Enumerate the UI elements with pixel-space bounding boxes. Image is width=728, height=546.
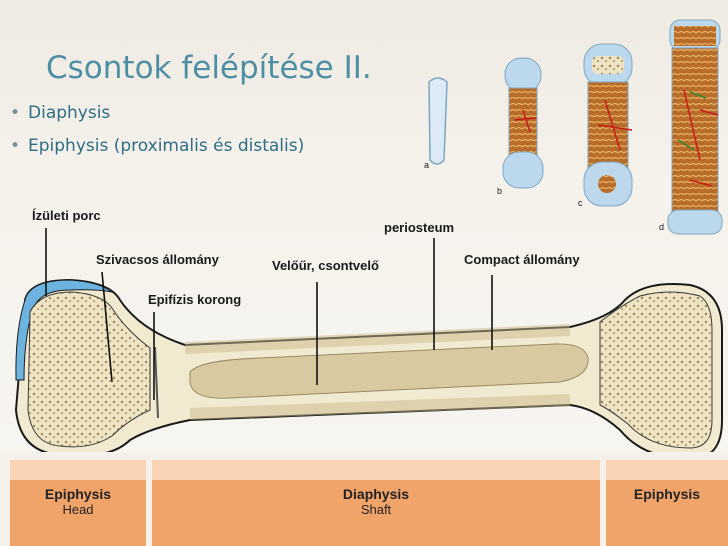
long-bone-diagram	[14, 278, 723, 460]
stage-b-figure	[502, 57, 544, 189]
bullet-dot-icon: •	[10, 103, 21, 123]
bullet-dot-icon: •	[10, 136, 21, 156]
stage-d-letter: d	[659, 222, 665, 232]
stage-b-letter: b	[497, 186, 503, 196]
region-bands	[0, 452, 728, 546]
bullet-list: • Diaphysis • Epiphysis (proximalis és dis…	[10, 103, 304, 169]
stage-c-figure	[583, 43, 633, 207]
region-left-name: Epiphysis	[44, 486, 112, 502]
label-compact-bone: Compact állomány	[464, 252, 580, 267]
region-middle-sub: Shaft	[360, 502, 392, 517]
region-right: Epiphysis	[606, 486, 728, 502]
label-leader-lines	[45, 228, 493, 400]
label-periosteum: periosteum	[384, 220, 455, 235]
stage-c-letter: c	[578, 198, 583, 208]
label-spongy-bone: Szivacsos állomány	[96, 252, 219, 267]
region-right-name: Epiphysis	[633, 486, 701, 502]
stage-a-figure	[428, 77, 448, 165]
region-left-sub: Head	[62, 502, 94, 517]
slide-title: Csontok felépítése II.	[46, 50, 372, 86]
region-left: Epiphysis Head	[10, 486, 146, 517]
region-middle: Diaphysis Shaft	[152, 486, 600, 517]
label-articular-cartilage: Ízületi porc	[32, 208, 101, 223]
label-marrow: Velőűr, csontvelő	[272, 258, 379, 273]
stage-a-letter: a	[424, 160, 430, 170]
region-middle-name: Diaphysis	[342, 486, 410, 502]
bullet-text: Diaphysis	[28, 103, 111, 123]
bullet-item: • Epiphysis (proximalis és distalis)	[10, 136, 304, 169]
label-epiphyseal-plate: Epifízis korong	[148, 292, 242, 307]
stage-d-figure	[667, 19, 723, 235]
bullet-item: • Diaphysis	[10, 103, 304, 136]
bullet-text: Epiphysis (proximalis és distalis)	[28, 136, 305, 156]
